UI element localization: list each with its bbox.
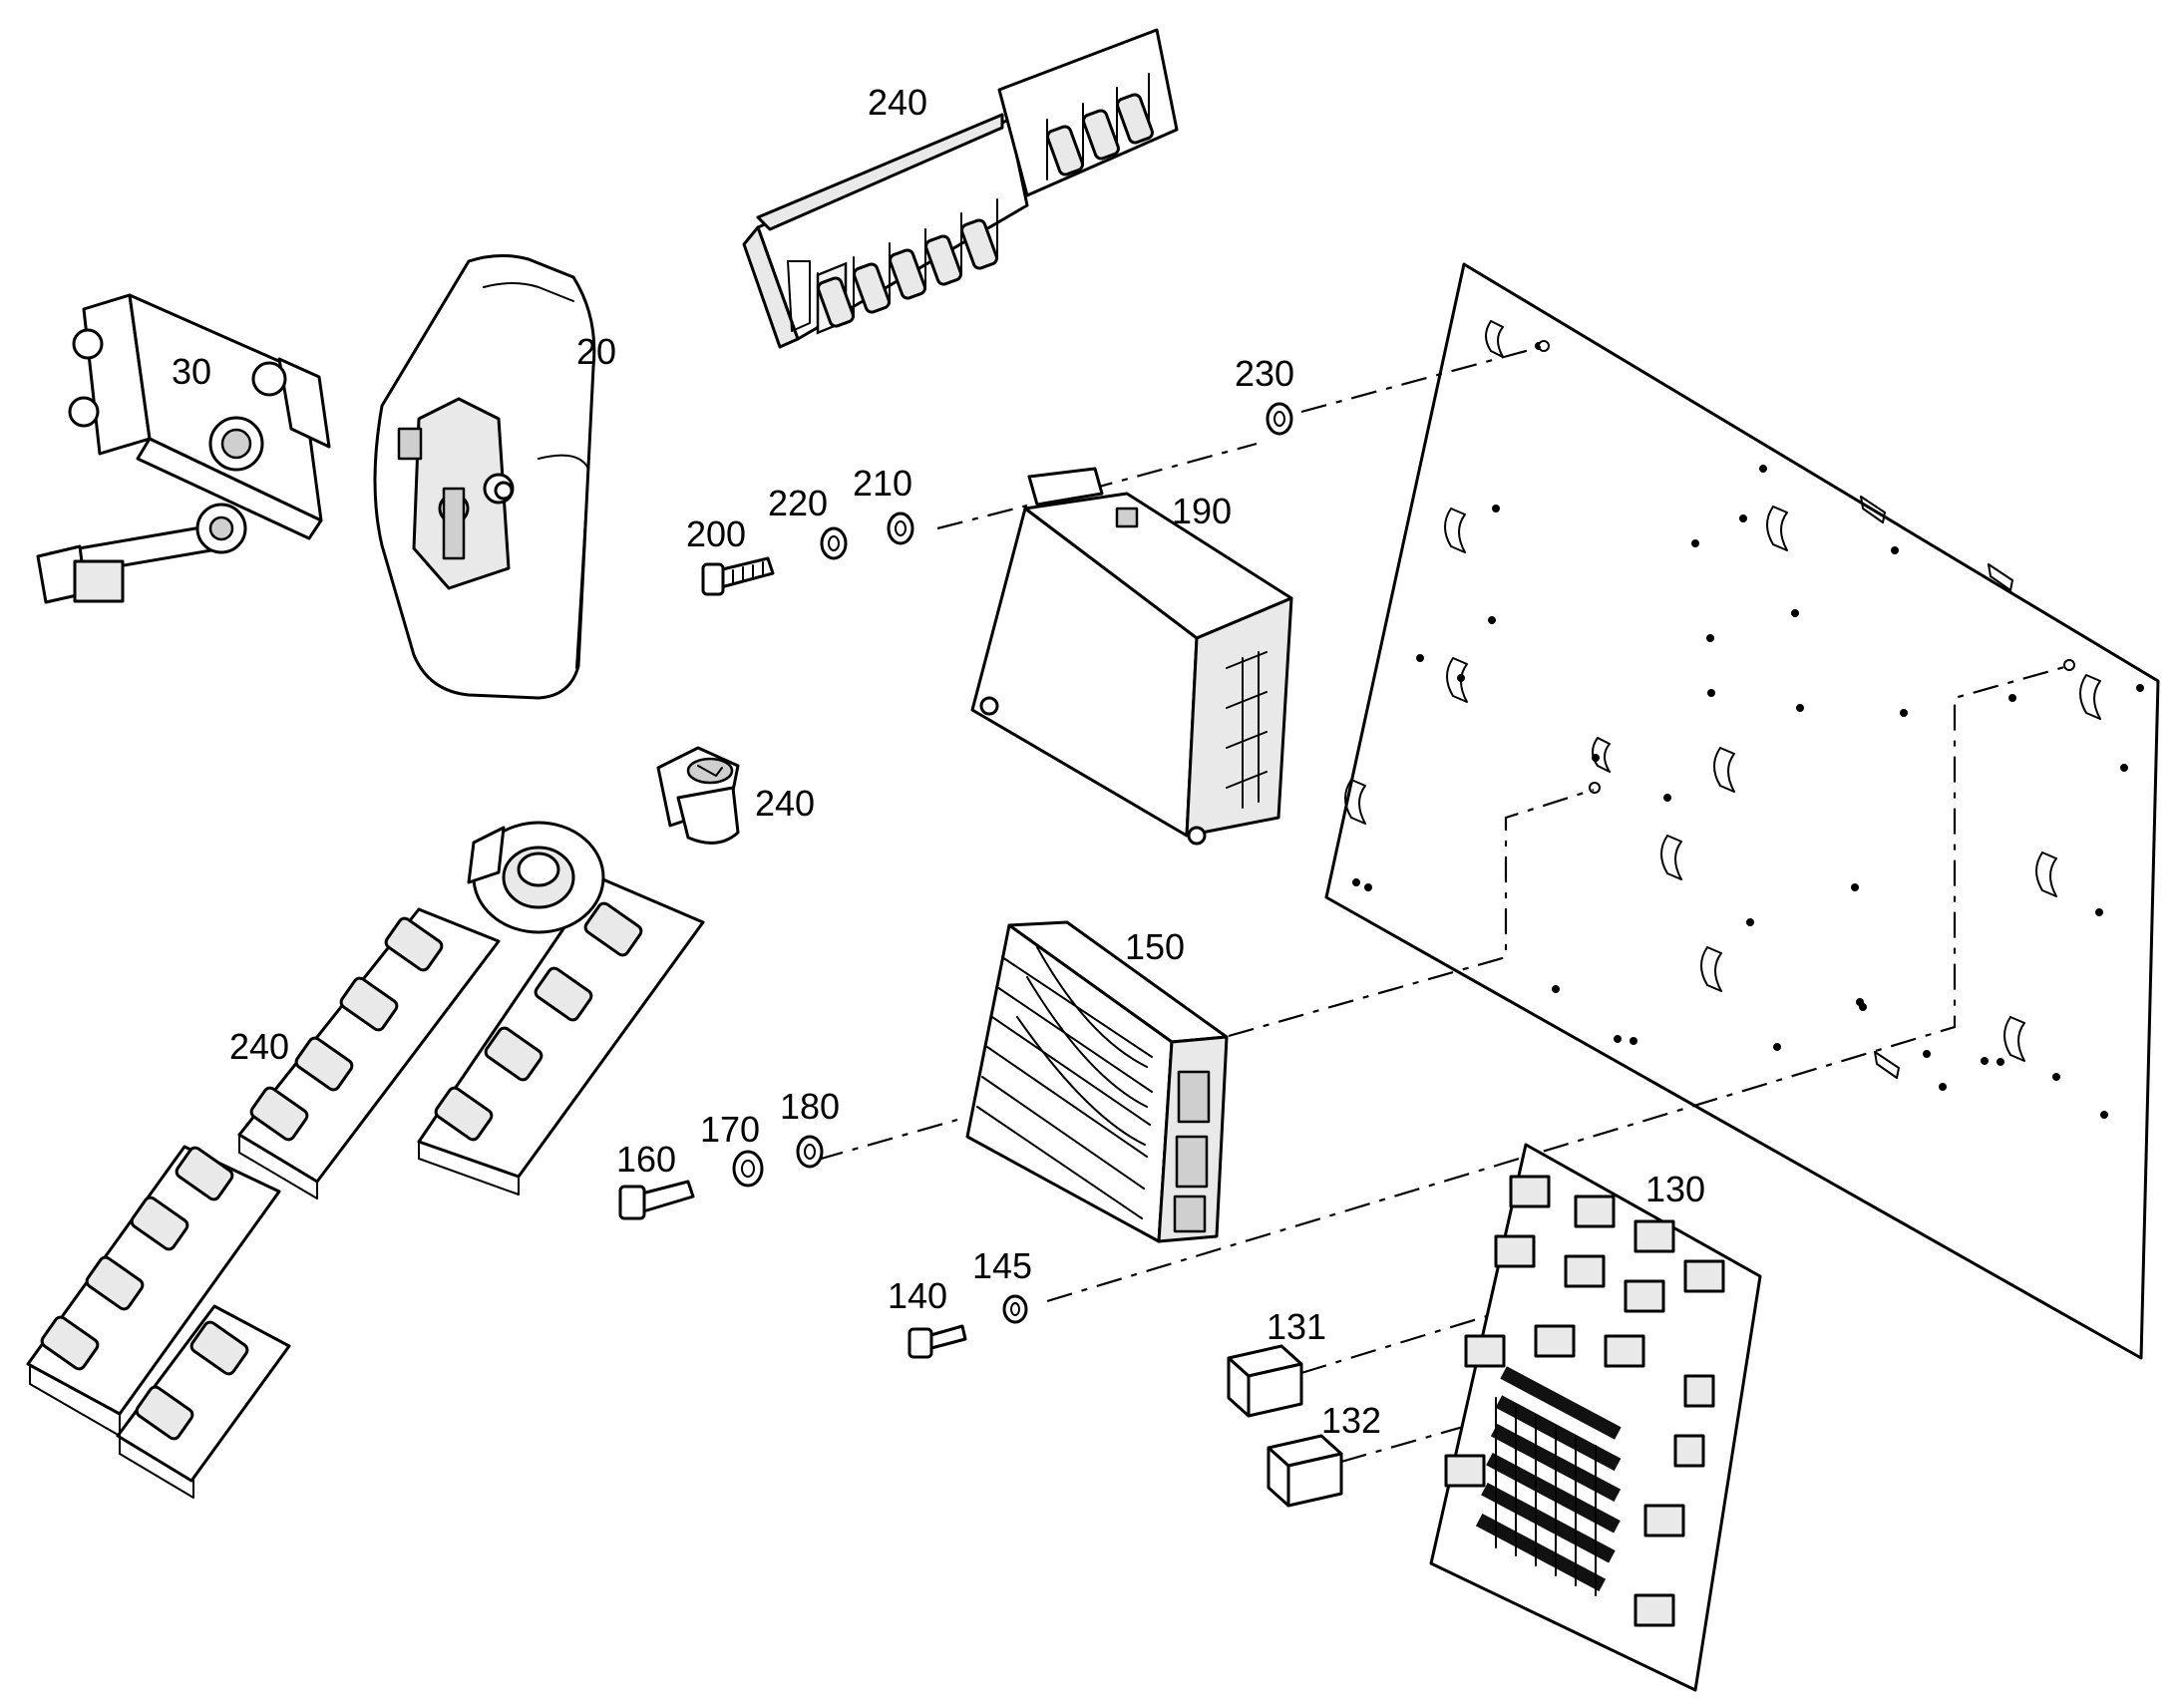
switch-panel-240-left: [26, 821, 705, 1499]
relay-131: [1227, 1344, 1303, 1418]
relay-board-130: [1429, 1143, 1762, 1692]
relay-132: [1267, 1434, 1343, 1508]
callout-190: 190: [1172, 491, 1232, 531]
ecu-150: [965, 920, 1229, 1243]
callout-131: 131: [1267, 1306, 1326, 1347]
callout-180: 180: [780, 1086, 840, 1127]
callout-240-left: 240: [229, 1026, 289, 1067]
callout-30: 30: [172, 351, 211, 392]
bolt-140: [908, 1324, 967, 1359]
bolt-200: [701, 556, 775, 596]
callout-150: 150: [1125, 926, 1185, 967]
switch-strip-240-top: [742, 28, 1179, 349]
callout-160: 160: [616, 1139, 676, 1180]
control-unit-190: [970, 467, 1293, 846]
washer-210: [887, 512, 914, 545]
callout-220: 220: [768, 483, 828, 523]
mounting-plate: [1324, 262, 2160, 1360]
washer-170: [732, 1150, 764, 1188]
callout-20: 20: [576, 331, 616, 372]
callout-240-top: 240: [868, 82, 927, 123]
callout-labels: 240 30 20 230 200 220 210 190 240 150 24…: [172, 82, 1705, 1441]
callout-200: 200: [686, 513, 746, 554]
callout-230: 230: [1235, 353, 1294, 394]
callout-132: 132: [1321, 1400, 1381, 1441]
washer-145: [1002, 1294, 1028, 1324]
bracket-30: [36, 293, 331, 604]
callout-170: 170: [700, 1109, 760, 1150]
bolt-160: [618, 1180, 695, 1220]
callout-210: 210: [853, 463, 912, 504]
washer-180: [796, 1135, 824, 1169]
callout-140: 140: [888, 1275, 947, 1316]
callout-145: 145: [972, 1245, 1032, 1286]
socket-240-mid: [656, 746, 740, 845]
washer-220: [820, 526, 848, 560]
callout-130: 130: [1645, 1169, 1705, 1209]
washer-230: [1266, 402, 1293, 436]
callout-240-mid: 240: [755, 783, 815, 824]
display-housing-20: [373, 254, 596, 700]
